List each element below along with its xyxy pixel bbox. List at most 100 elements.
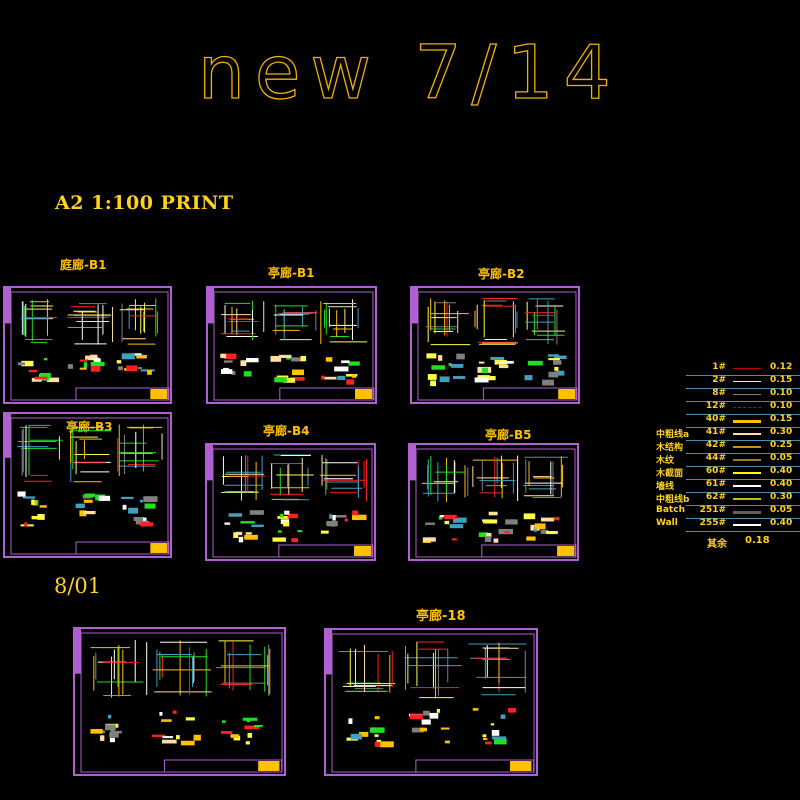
drawing-mark bbox=[31, 499, 35, 505]
drawing-sheet[interactable] bbox=[324, 628, 538, 776]
drawing-sheet[interactable] bbox=[410, 286, 580, 404]
title-block bbox=[75, 387, 170, 401]
legend-pen-id: 42# bbox=[705, 440, 726, 450]
drawing-mark bbox=[246, 358, 259, 363]
legend-pen-id: 41# bbox=[705, 427, 726, 437]
legend-name: 木纹 bbox=[656, 456, 675, 466]
drawing-mark bbox=[335, 515, 347, 518]
drawing-mark bbox=[552, 360, 562, 365]
drawing-mark bbox=[482, 519, 492, 522]
legend-line-swatch bbox=[733, 459, 761, 461]
drawing-mark bbox=[352, 514, 367, 521]
drawing-mark bbox=[321, 376, 337, 380]
drawing-mark bbox=[128, 507, 139, 514]
legend-rest-label: 其余 bbox=[707, 539, 727, 550]
drawing-sheet[interactable] bbox=[206, 286, 377, 404]
sheet-label: 亭廊-B4 bbox=[263, 424, 310, 438]
drawing-mark bbox=[439, 376, 450, 383]
drawing-mark bbox=[423, 710, 430, 716]
drawing-mark bbox=[505, 519, 518, 525]
drawing-sheet[interactable] bbox=[3, 412, 172, 558]
drawing-mark bbox=[83, 511, 96, 515]
print-scale-label: A2 1:100 PRINT bbox=[55, 192, 234, 214]
drawing-mark bbox=[161, 719, 172, 722]
legend-weight: 0.30 bbox=[770, 492, 793, 502]
drawing-mark bbox=[344, 518, 348, 522]
drawing-mark bbox=[31, 377, 42, 382]
drawing-mark bbox=[228, 513, 243, 517]
drawing-mark bbox=[287, 513, 298, 519]
drawing-mark bbox=[126, 365, 138, 372]
drawing-mark bbox=[90, 354, 98, 359]
legend-weight: 0.40 bbox=[770, 479, 793, 489]
legend-weight: 0.10 bbox=[770, 388, 793, 398]
drawing-mark bbox=[540, 529, 549, 534]
legend-weight: 0.12 bbox=[770, 362, 793, 372]
drawing-mark bbox=[24, 522, 28, 527]
drawing-mark bbox=[67, 364, 74, 369]
drawing-mark bbox=[240, 521, 255, 524]
drawing-mark bbox=[43, 357, 48, 361]
drawing-mark bbox=[180, 740, 195, 746]
drawing-mark bbox=[504, 531, 510, 534]
drawing-mark bbox=[224, 353, 237, 360]
drawing-mark bbox=[222, 367, 229, 370]
drawing-mark bbox=[100, 735, 105, 741]
legend-line-swatch bbox=[733, 407, 761, 408]
drawing-sheet[interactable] bbox=[205, 443, 376, 561]
drawing-mark bbox=[109, 732, 119, 738]
drawing-mark bbox=[32, 500, 37, 506]
drawing-sheet[interactable] bbox=[408, 443, 579, 561]
legend-row: 墙线 61# 0.40 bbox=[656, 479, 800, 493]
title-block bbox=[482, 387, 578, 401]
side-stamp bbox=[75, 629, 81, 674]
drawing-mark bbox=[488, 511, 498, 516]
drawing-mark bbox=[93, 358, 101, 362]
title-block-logo bbox=[354, 546, 372, 556]
legend-pen-id: 60# bbox=[705, 466, 726, 476]
drawing-mark bbox=[17, 362, 26, 366]
drawing-mark bbox=[233, 735, 241, 741]
drawing-mark bbox=[436, 708, 440, 713]
legend-line-swatch bbox=[733, 472, 761, 474]
drawing-mark bbox=[409, 714, 423, 720]
legend-row: 木纹 44# 0.05 bbox=[656, 453, 800, 467]
drawing-mark bbox=[358, 731, 369, 737]
drawing-mark bbox=[272, 537, 286, 542]
drawing-mark bbox=[143, 496, 158, 503]
legend-row: 中粗线a 41# 0.30 bbox=[656, 427, 800, 441]
drawing-mark bbox=[84, 493, 96, 497]
title-block-logo bbox=[557, 546, 575, 556]
drawing-mark bbox=[176, 735, 180, 740]
title-block bbox=[75, 541, 170, 555]
legend-name: Wall bbox=[656, 518, 678, 528]
legend-rest-value: 0.18 bbox=[745, 535, 770, 546]
drawing-mark bbox=[274, 377, 287, 383]
drawing-mark bbox=[284, 510, 290, 515]
drawing-mark bbox=[491, 729, 500, 736]
legend-pen-id: 1# bbox=[712, 362, 726, 372]
side-stamp bbox=[412, 288, 418, 324]
drawing-mark bbox=[548, 354, 559, 357]
drawing-mark bbox=[193, 734, 201, 741]
drawing-mark bbox=[482, 734, 487, 738]
drawing-mark bbox=[499, 360, 514, 364]
drawing-mark bbox=[282, 521, 290, 527]
drawing-mark bbox=[34, 376, 48, 380]
drawing-mark bbox=[482, 738, 488, 741]
side-stamp bbox=[326, 630, 332, 675]
legend-line-swatch bbox=[733, 498, 761, 500]
drawing-mark bbox=[172, 710, 177, 714]
drawing-sheet[interactable] bbox=[73, 627, 286, 776]
legend-weight: 0.15 bbox=[770, 414, 793, 424]
title-block bbox=[481, 544, 577, 558]
drawing-sheet[interactable] bbox=[3, 286, 172, 404]
drawing-mark bbox=[485, 741, 492, 745]
drawing-mark bbox=[279, 513, 284, 518]
drawing-mark bbox=[498, 364, 509, 369]
drawing-mark bbox=[478, 361, 485, 364]
drawing-mark bbox=[376, 739, 382, 744]
drawing-mark bbox=[90, 366, 101, 372]
drawing-mark bbox=[98, 495, 111, 501]
drawing-mark bbox=[341, 360, 350, 364]
